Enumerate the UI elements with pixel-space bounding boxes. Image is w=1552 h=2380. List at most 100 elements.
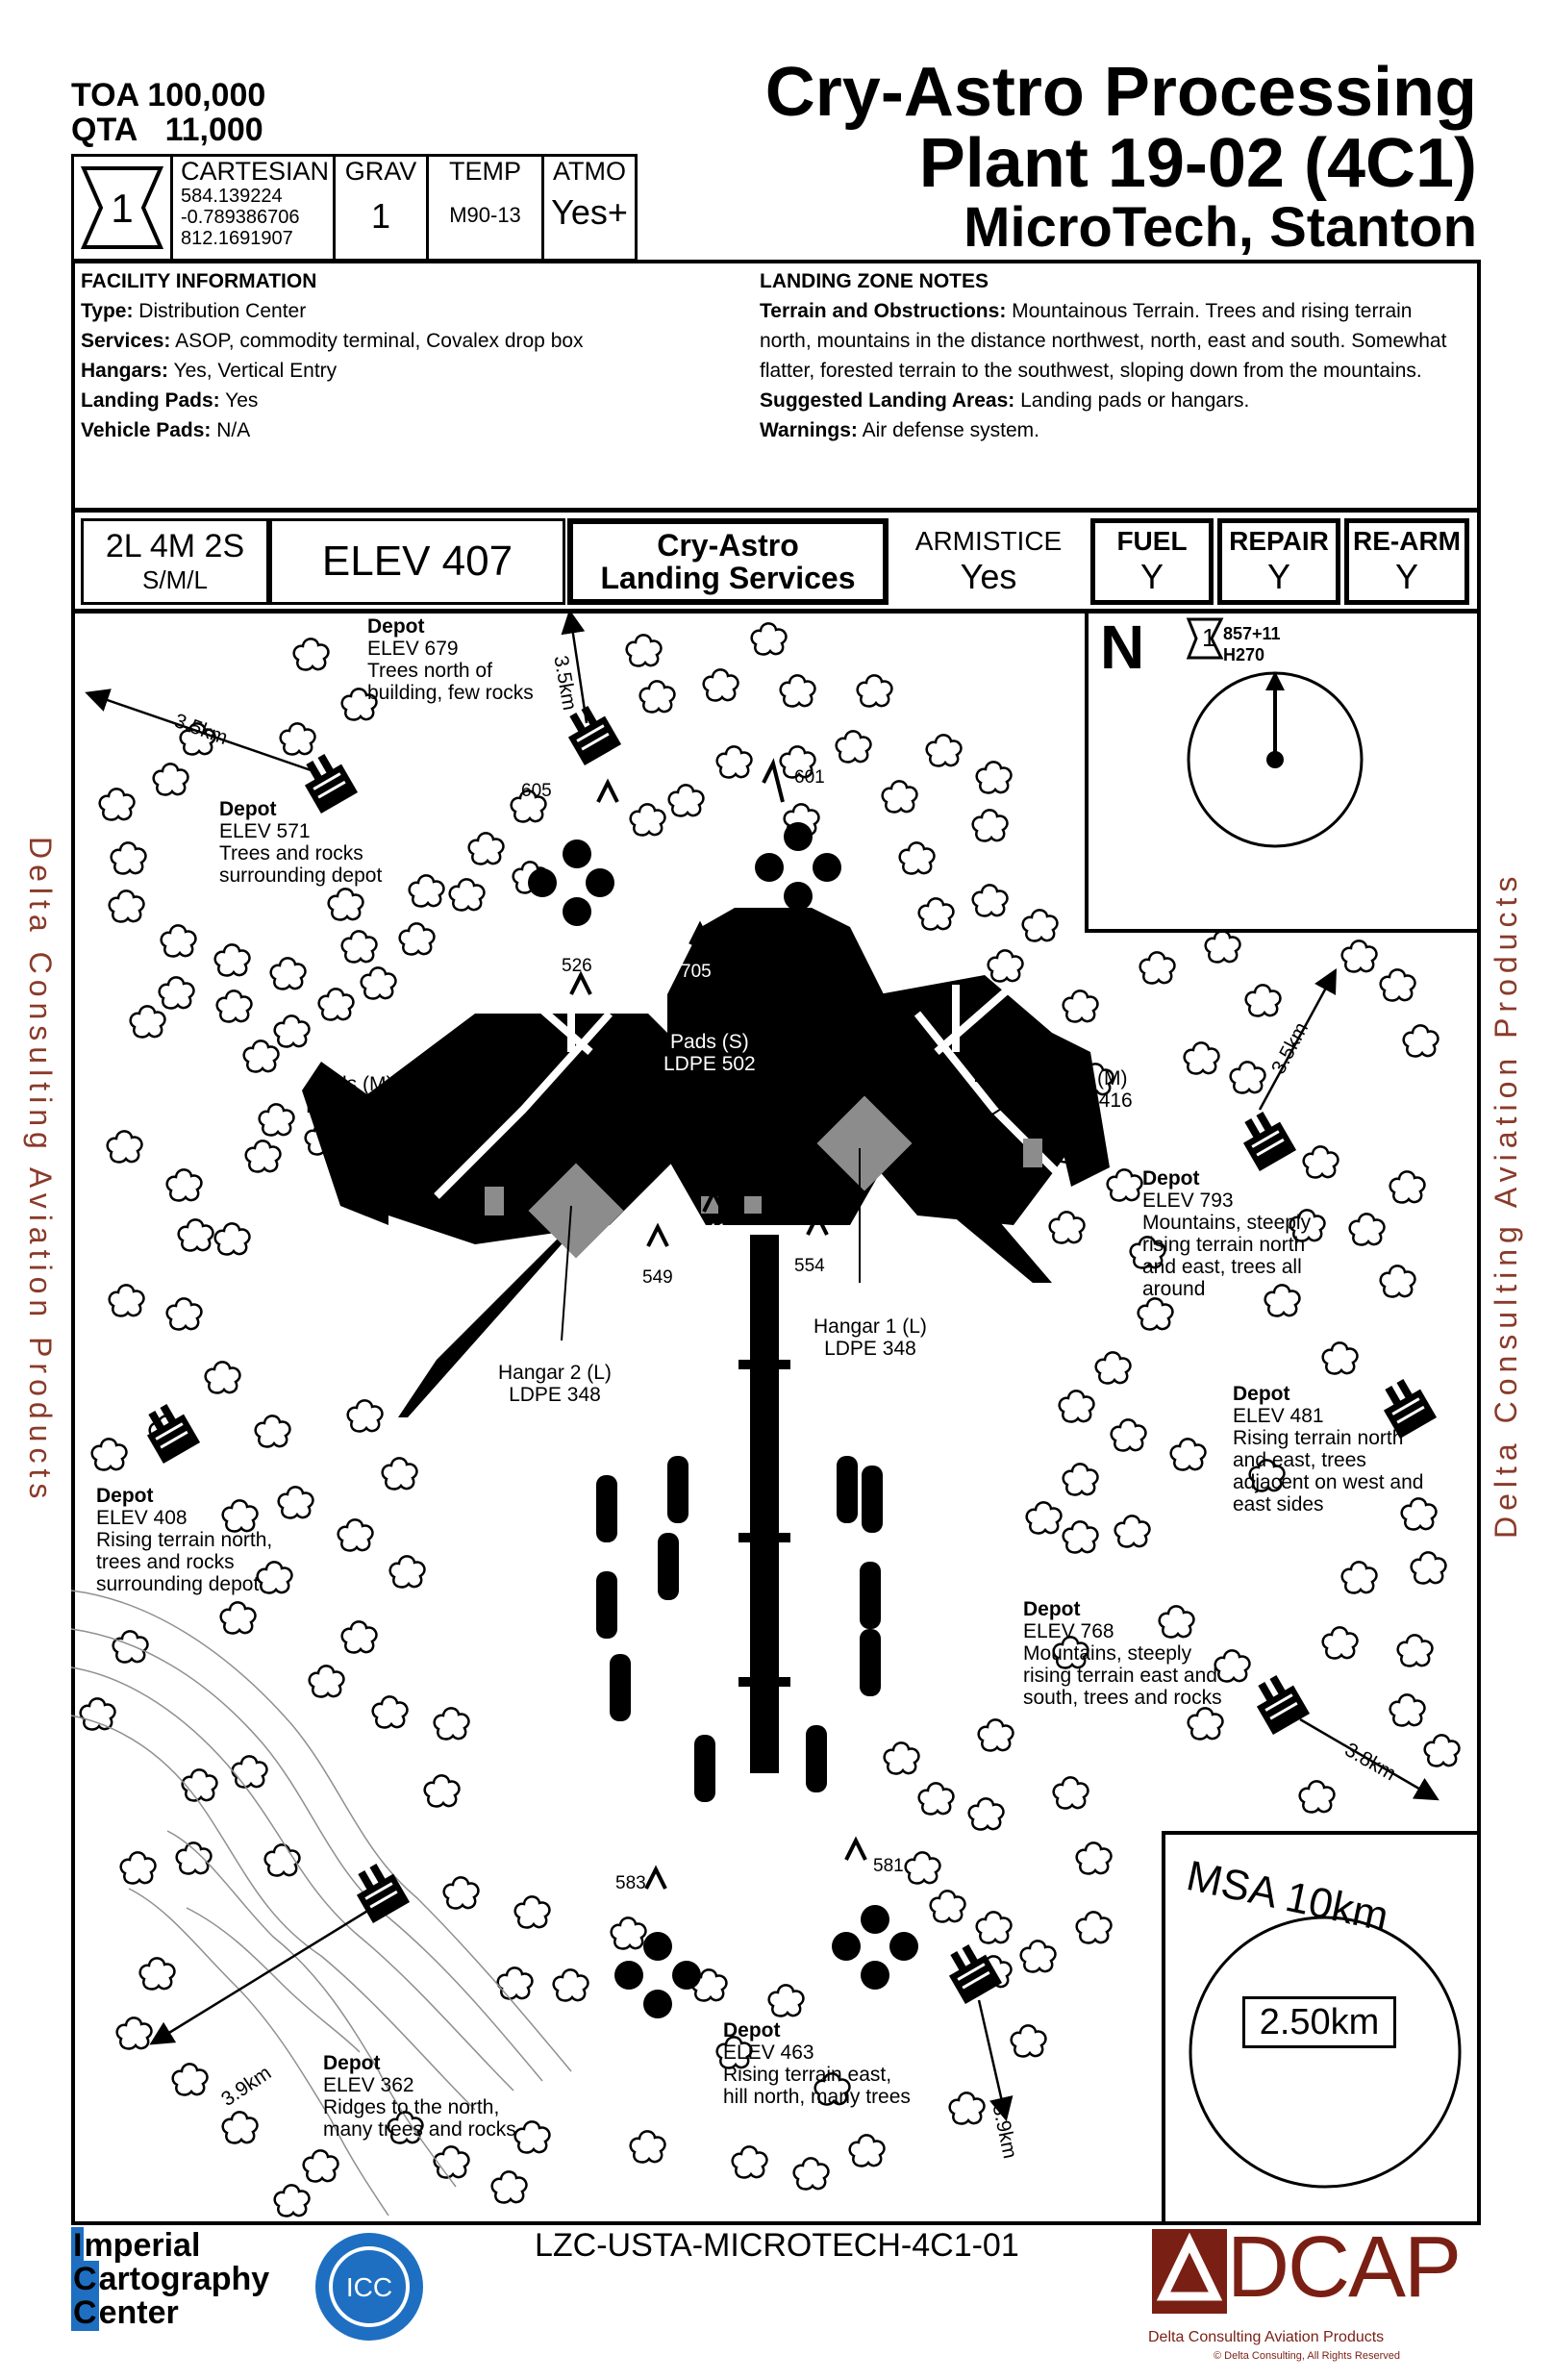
facility-heading: FACILITY INFORMATION [81, 270, 317, 292]
pad-554: 554 [794, 1256, 825, 1276]
cartesian-y: -0.789386706 [181, 207, 300, 228]
facility-type: Distribution Center [138, 300, 307, 322]
terrain-notes: Mountainous Terrain. Trees and rising te… [760, 300, 1447, 382]
hangar2-label: Hangar 2 (L)LDPE 348 [498, 1362, 612, 1406]
facility-landing-pads: Yes [225, 389, 259, 412]
pad-583: 583 [615, 1873, 646, 1893]
pads-small-label: Pads (S)LDPE 502 [663, 1031, 756, 1075]
compass-line1: 857+11 [1223, 624, 1281, 643]
landing-services-line2: Landing Services [600, 561, 856, 595]
fuel-label: FUEL [1116, 526, 1188, 556]
planet-badge-icon: 1 [80, 166, 164, 249]
facility-structure [302, 908, 1110, 1773]
dcap-delta-icon [1152, 2229, 1227, 2314]
fuel-value: Y [1139, 557, 1164, 596]
elevation-box: ELEV 407 [269, 518, 565, 605]
pad-541: 541 [696, 1221, 727, 1241]
pad-markers [569, 758, 867, 1890]
landing-zone-notes: LANDING ZONE NOTES Terrain and Obstructi… [760, 270, 1447, 441]
side-text-left: Delta Consulting Aviation Products [23, 837, 58, 1505]
temp-value: M90-13 [449, 203, 521, 227]
atmo-label: ATMO [553, 157, 626, 186]
dcap-wordmark: DCAP [1227, 2219, 1462, 2316]
rearm-label: RE-ARM [1353, 526, 1461, 556]
depot-distance-arrows [85, 610, 1439, 2122]
landing-services-line1: Cry-Astro [657, 528, 799, 563]
armistice-box: ARMISTICE Yes [890, 514, 1087, 609]
planet-badge-box: 1 [71, 154, 173, 262]
pad-705: 705 [681, 962, 712, 982]
atmo-box: ATMO Yes+ [541, 154, 638, 262]
hangar1-label: Hangar 1 (L)LDPE 348 [814, 1315, 927, 1360]
msa-value: 2.50km [1242, 1996, 1396, 2048]
pads-medium-east-label: Pads (M)LDPE 416 [1040, 1067, 1133, 1112]
compass-box [1085, 610, 1481, 933]
armistice-value: Yes [960, 557, 1017, 596]
icc-seal-icon: ICC [315, 2233, 423, 2341]
compass-readout: 857+11 H270 [1223, 623, 1281, 665]
compass-north: N [1100, 613, 1145, 682]
toa-line: TOA 100,000 [71, 77, 266, 113]
title-subtitle: MicroTech, Stanton [964, 196, 1477, 259]
planet-badge-number: 1 [111, 186, 133, 231]
atmo-value: Yes+ [551, 192, 628, 232]
cartesian-label: CARTESIAN [181, 157, 330, 186]
chart-id: LZC-USTA-MICROTECH-4C1-01 [535, 2227, 1019, 2264]
msa-circle [1189, 1916, 1462, 2189]
pads-medium-west-label: Pads (M)LDPE 416 [306, 1073, 398, 1117]
temp-label: TEMP [448, 157, 521, 186]
elevation: ELEV 407 [321, 538, 513, 585]
pad-551: 551 [825, 931, 856, 951]
cartesian-x: 584.139224 [181, 186, 283, 207]
suggested-landing: Landing pads or hangars. [1020, 389, 1250, 412]
map-frame [71, 610, 1481, 2225]
cartesian-z: 812.1691907 [181, 228, 293, 249]
pad-605: 605 [521, 781, 552, 801]
side-text-right: Delta Consulting Aviation Products [1489, 870, 1523, 1539]
repair-value: Y [1266, 557, 1290, 596]
facility-vehicle-pads: N/A [216, 419, 251, 441]
grav-value: 1 [370, 196, 391, 236]
pad-581: 581 [873, 1856, 904, 1876]
facility-info: FACILITY INFORMATION Type: Distribution … [81, 270, 584, 441]
pad-cluster-north [528, 822, 841, 926]
compass-line2: H270 [1223, 645, 1265, 664]
rearm-box: RE-ARM Y [1344, 518, 1469, 605]
map-canvas [71, 610, 1461, 2217]
landing-notes-heading: LANDING ZONE NOTES [760, 270, 989, 292]
copyright: © Delta Consulting, All Rights Reserved [1214, 2350, 1400, 2362]
title-line2: Plant 19-02 (4C1) [918, 125, 1477, 202]
parking-lots [596, 1456, 883, 1802]
dcap-logo: DCAP [1152, 2219, 1479, 2325]
grav-box: GRAV 1 [333, 154, 429, 262]
terrain-contours [71, 1590, 572, 2217]
svg-text:ICC: ICC [346, 2272, 392, 2302]
repair-label: REPAIR [1229, 526, 1329, 556]
facility-services: ASOP, commodity terminal, Covalex drop b… [175, 330, 584, 352]
icc-logo-text: Imperial Cartography Center [71, 2227, 270, 2331]
qta-line: QTA 11,000 [71, 112, 263, 148]
compass-rose [1186, 617, 1364, 848]
rearm-value: Y [1394, 557, 1418, 596]
repair-box: REPAIR Y [1217, 518, 1340, 605]
title-line1: Cry-Astro Processing [764, 54, 1477, 131]
temp-box: TEMP M90-13 [426, 154, 544, 262]
pad-sizes-sub: S/M/L [142, 565, 208, 594]
pad-601: 601 [794, 767, 825, 788]
msa-box [1162, 1831, 1481, 2225]
pad-549: 549 [642, 1267, 673, 1288]
armistice-label: ARMISTICE [914, 526, 1063, 556]
pad-sizes-box: 2L 4M 2S S/M/L [81, 518, 269, 605]
warnings: Air defense system. [862, 419, 1039, 441]
fuel-box: FUEL Y [1090, 518, 1214, 605]
pad-sizes: 2L 4M 2S [105, 528, 245, 564]
leader-lines [445, 1061, 1039, 1341]
